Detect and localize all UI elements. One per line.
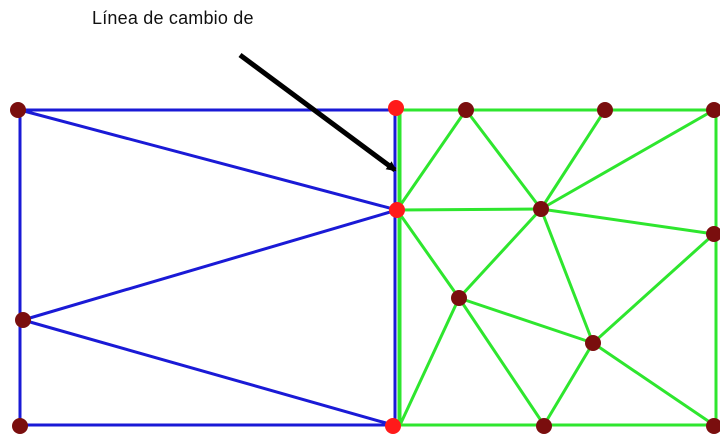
fine-edge <box>457 296 595 345</box>
mesh-node <box>15 312 31 328</box>
interface-node <box>385 418 401 434</box>
coarse-edge <box>21 208 399 322</box>
fine-edge <box>395 108 468 212</box>
mesh-node <box>706 418 720 434</box>
interface-node <box>389 202 405 218</box>
fine-edge <box>591 341 716 427</box>
mesh-nodes <box>10 102 720 434</box>
fine-edge <box>457 207 543 300</box>
mesh-node <box>451 290 467 306</box>
mesh-node <box>706 226 720 242</box>
annotation-label: Línea de cambio de <box>92 8 254 28</box>
interface-node <box>388 100 404 116</box>
fine-edge <box>395 208 461 300</box>
fine-edge <box>539 108 716 211</box>
annotation-arrow <box>238 52 397 173</box>
fine-edge <box>395 207 543 212</box>
mesh-node <box>536 418 552 434</box>
fine-mesh <box>395 108 718 427</box>
fine-edge <box>591 232 716 345</box>
coarse-edge <box>18 108 399 212</box>
fine-edge <box>457 296 546 427</box>
fine-edge <box>539 207 595 345</box>
mesh-node <box>706 102 720 118</box>
fine-edge <box>542 341 595 427</box>
mesh-node <box>533 201 549 217</box>
mesh-node <box>12 418 28 434</box>
fine-edge <box>539 207 716 236</box>
mesh-node <box>597 102 613 118</box>
fine-edge <box>539 108 607 211</box>
mesh-node <box>585 335 601 351</box>
mesh-node <box>10 102 26 118</box>
interface-nodes <box>385 100 405 434</box>
coarse-edge <box>21 318 395 427</box>
fine-edge <box>464 108 543 211</box>
coarse-mesh <box>18 108 399 427</box>
mesh-node <box>458 102 474 118</box>
fine-edge <box>398 296 461 427</box>
